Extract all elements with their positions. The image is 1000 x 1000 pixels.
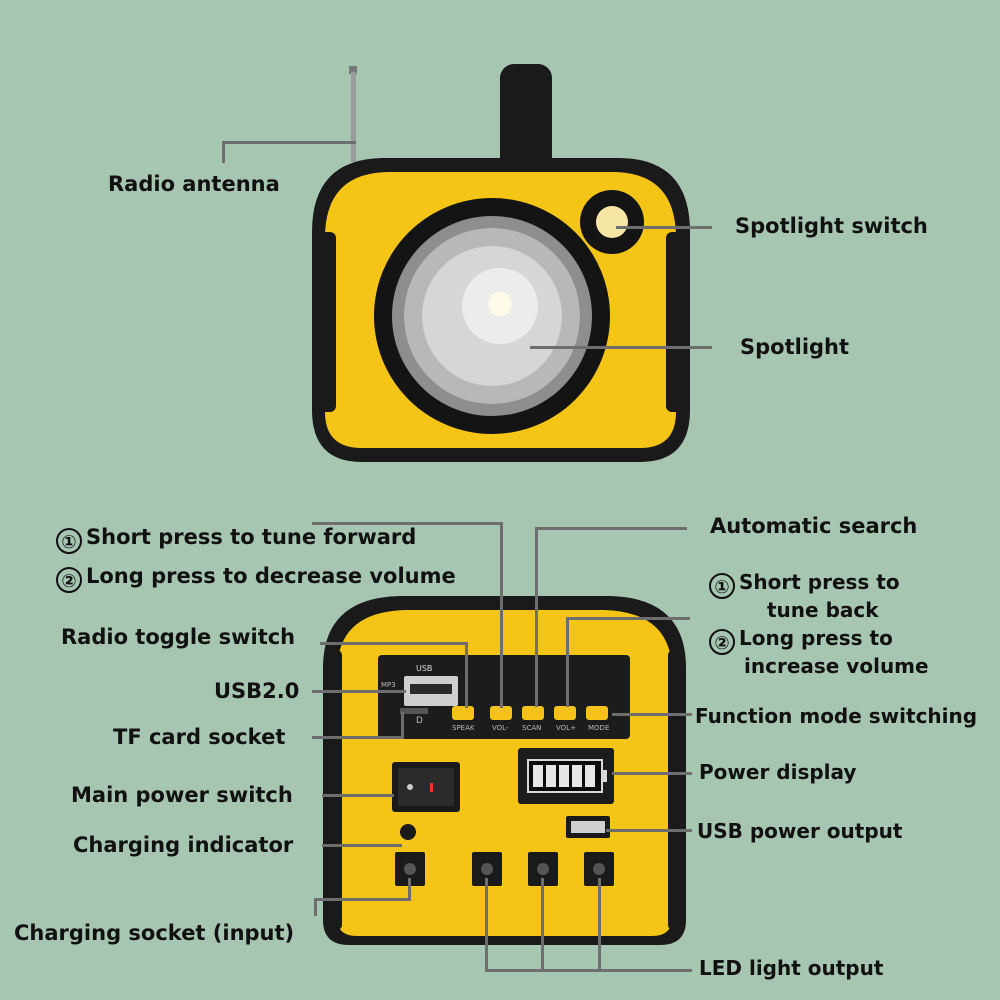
usb20-leader [312,690,406,693]
main-power-rocker [398,768,454,806]
vol-plus-leader-v [566,617,569,707]
led-output-pin-3 [593,863,605,875]
vol-plus-leader-h [566,617,690,620]
handle [500,64,552,174]
circled-one-icon: ① [709,573,735,599]
tune-back-line2: tune back [767,598,879,622]
radio-toggle-leader-v [465,642,468,708]
radio-toggle-button [452,706,474,720]
spotlight-leader [530,346,712,349]
antenna-rod [351,72,356,162]
led-leader-v3 [598,878,601,972]
power-display-leader [612,772,692,775]
btn3-panel-text: SCAN [522,724,542,732]
bottom-right-bumper [668,650,684,930]
mode-leader [612,713,692,716]
mp3-panel-text: MP3 [381,681,396,689]
circled-one-icon: ① [56,528,82,554]
usb-output-leader [606,829,692,832]
tune-forward-text: Short press to tune forward [86,525,417,549]
battery-tip [602,770,607,782]
vol-minus-button [490,706,512,720]
spotlight-switch-button [596,206,628,238]
led-output-label: LED light output [699,956,884,980]
increase-volume-line1: Long press to [739,626,893,650]
charging-socket-pin [404,863,416,875]
tf-card-label: TF card socket [113,725,286,749]
automatic-search-label: Automatic search [710,514,918,538]
usb-output-port [571,821,605,833]
mode-button [586,706,608,720]
scan-leader-h [535,527,687,530]
circled-two-icon: ② [56,567,82,593]
led-leader-v1 [485,878,488,972]
spotlight-switch-label: Spotlight switch [735,214,928,238]
antenna-leader-v [222,141,225,163]
usb20-label: USB2.0 [214,679,300,703]
btn1-panel-text: SPEAK [452,724,475,732]
left-bumper [318,232,336,412]
scan-button [522,706,544,720]
right-bumper [666,232,684,412]
charging-socket-leader-h [314,898,410,901]
radio-toggle-leader-h [320,642,468,645]
charging-indicator-led [400,824,416,840]
vol-minus-leader-v [500,522,503,708]
charging-socket-leader-v [408,878,411,901]
spotlight-led [488,292,512,316]
circled-two-icon: ② [709,629,735,655]
tf-leader-h [312,736,404,739]
increase-volume-line2: increase volume [744,654,929,678]
usb-power-output-label: USB power output [697,819,903,843]
radio-antenna-label: Radio antenna [108,172,280,196]
charging-indicator-label: Charging indicator [73,833,294,857]
battery-bar-2 [546,765,556,787]
usb20-slot [410,684,452,694]
antenna-tip [349,66,357,74]
led-leader-v2 [541,878,544,972]
bottom-left-bumper [326,650,342,930]
main-power-leader [322,794,394,797]
power-display-label: Power display [699,760,857,784]
power-on-mark [407,784,413,790]
spotlight-switch-leader [616,226,712,229]
power-off-mark [430,783,433,792]
antenna-leader-h [222,141,356,144]
battery-bar-4 [572,765,582,787]
battery-bar-3 [559,765,569,787]
main-power-label: Main power switch [71,783,293,807]
led-leader-h [485,969,692,972]
radio-toggle-label: Radio toggle switch [61,625,296,649]
scan-leader-v [535,527,538,707]
btn5-panel-text: MODE [588,724,610,732]
btn4-panel-text: VOL+ [556,724,576,732]
tf-leader-v [401,712,404,739]
led-output-pin-2 [537,863,549,875]
led-output-pin-1 [481,863,493,875]
decrease-volume-text: Long press to decrease volume [86,564,456,588]
btn2-panel-text: VOL- [492,724,509,732]
tf-card-slot [400,708,428,714]
function-mode-label: Function mode switching [695,704,978,728]
vol-plus-button [554,706,576,720]
battery-bar-1 [533,765,543,787]
tf-panel-text: D [416,716,423,726]
spotlight-label: Spotlight [740,335,850,359]
usb-panel-text: USB [416,664,433,673]
charging-socket-leader-drop [314,898,317,916]
charging-indicator-leader [322,844,402,847]
battery-bar-5 [585,765,595,787]
vol-minus-leader-h [312,522,502,525]
charging-socket-label: Charging socket (input) [14,921,295,945]
tune-back-line1: Short press to [739,570,900,594]
